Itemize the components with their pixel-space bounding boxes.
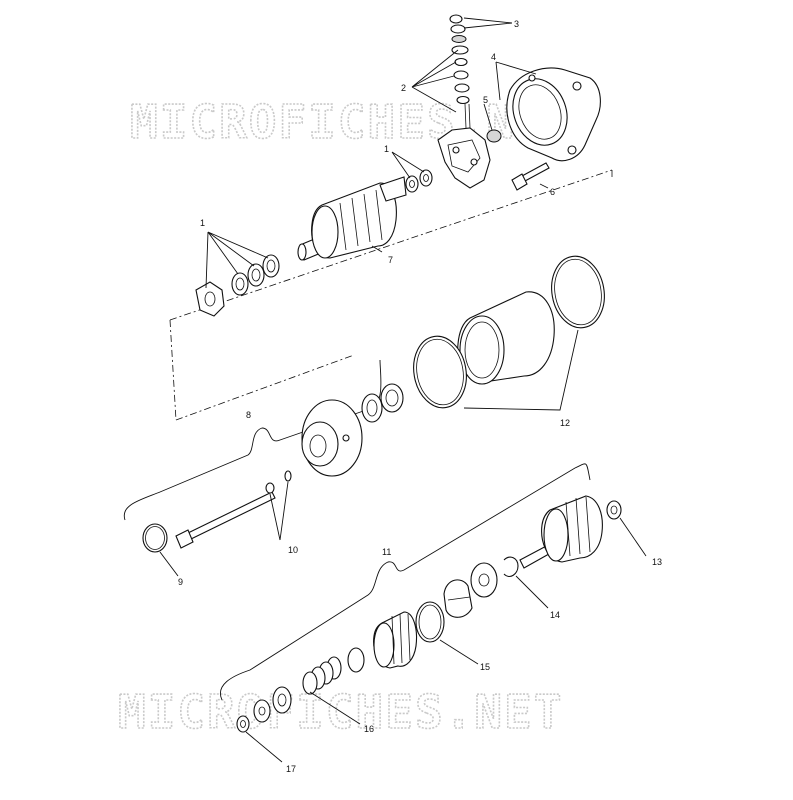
callout-14: 14: [550, 610, 560, 620]
callout-13: 13: [652, 557, 662, 567]
washers-upper: [405, 169, 433, 193]
callout-10: 10: [288, 545, 298, 555]
washers-lower: [195, 254, 280, 317]
through-bolt-long: [175, 470, 292, 549]
snap-ring-14: [503, 556, 519, 577]
bushing: [486, 129, 502, 143]
callout-5: 5: [483, 95, 488, 105]
drive-spring-stack: [253, 647, 365, 723]
callout-4: 4: [491, 52, 496, 62]
callout-12: 12: [560, 418, 570, 428]
motor-frame: [457, 291, 555, 385]
callout-labels: 3 2 4 5 1 6 7 1 12 8 10 9 11 13 14 15 16…: [178, 19, 662, 774]
callout-6: 6: [550, 187, 555, 197]
leader-lines: [159, 17, 647, 763]
callout-16: 16: [364, 724, 374, 734]
pinion-shaft-gear: [519, 495, 622, 569]
alignment-dash-lines: [169, 169, 613, 421]
callout-15: 15: [480, 662, 490, 672]
ring-15: [415, 601, 445, 643]
through-bolt-short: [511, 162, 550, 191]
callout-2: 2: [401, 83, 406, 93]
brush-plate: [437, 103, 491, 189]
drive-end-housing: [301, 399, 363, 477]
callout-9: 9: [178, 577, 183, 587]
bracket-11: [220, 463, 591, 701]
callout-8: 8: [246, 410, 251, 420]
bearing-center: [361, 383, 404, 423]
callout-7: 7: [388, 255, 393, 265]
watermark-top: MICROFICHES.NET: [130, 95, 575, 149]
callout-11: 11: [382, 547, 391, 557]
callout-17: 17: [286, 764, 296, 774]
terminal-nut-stack: [449, 14, 470, 105]
overrunning-clutch: [373, 611, 418, 669]
o-ring-large-left: [413, 335, 467, 409]
watermark-bottom: MICROFICHES.NET: [118, 685, 563, 739]
callout-1-lower: 1: [200, 218, 205, 228]
washer-17: [236, 715, 250, 733]
callout-3: 3: [514, 19, 519, 29]
o-ring-9: [142, 523, 168, 553]
o-ring-large-right: [551, 255, 605, 329]
callout-1-upper: 1: [384, 144, 389, 154]
end-cap-housing: [506, 67, 601, 162]
thrust-washers: [443, 562, 498, 618]
armature: [297, 176, 407, 261]
